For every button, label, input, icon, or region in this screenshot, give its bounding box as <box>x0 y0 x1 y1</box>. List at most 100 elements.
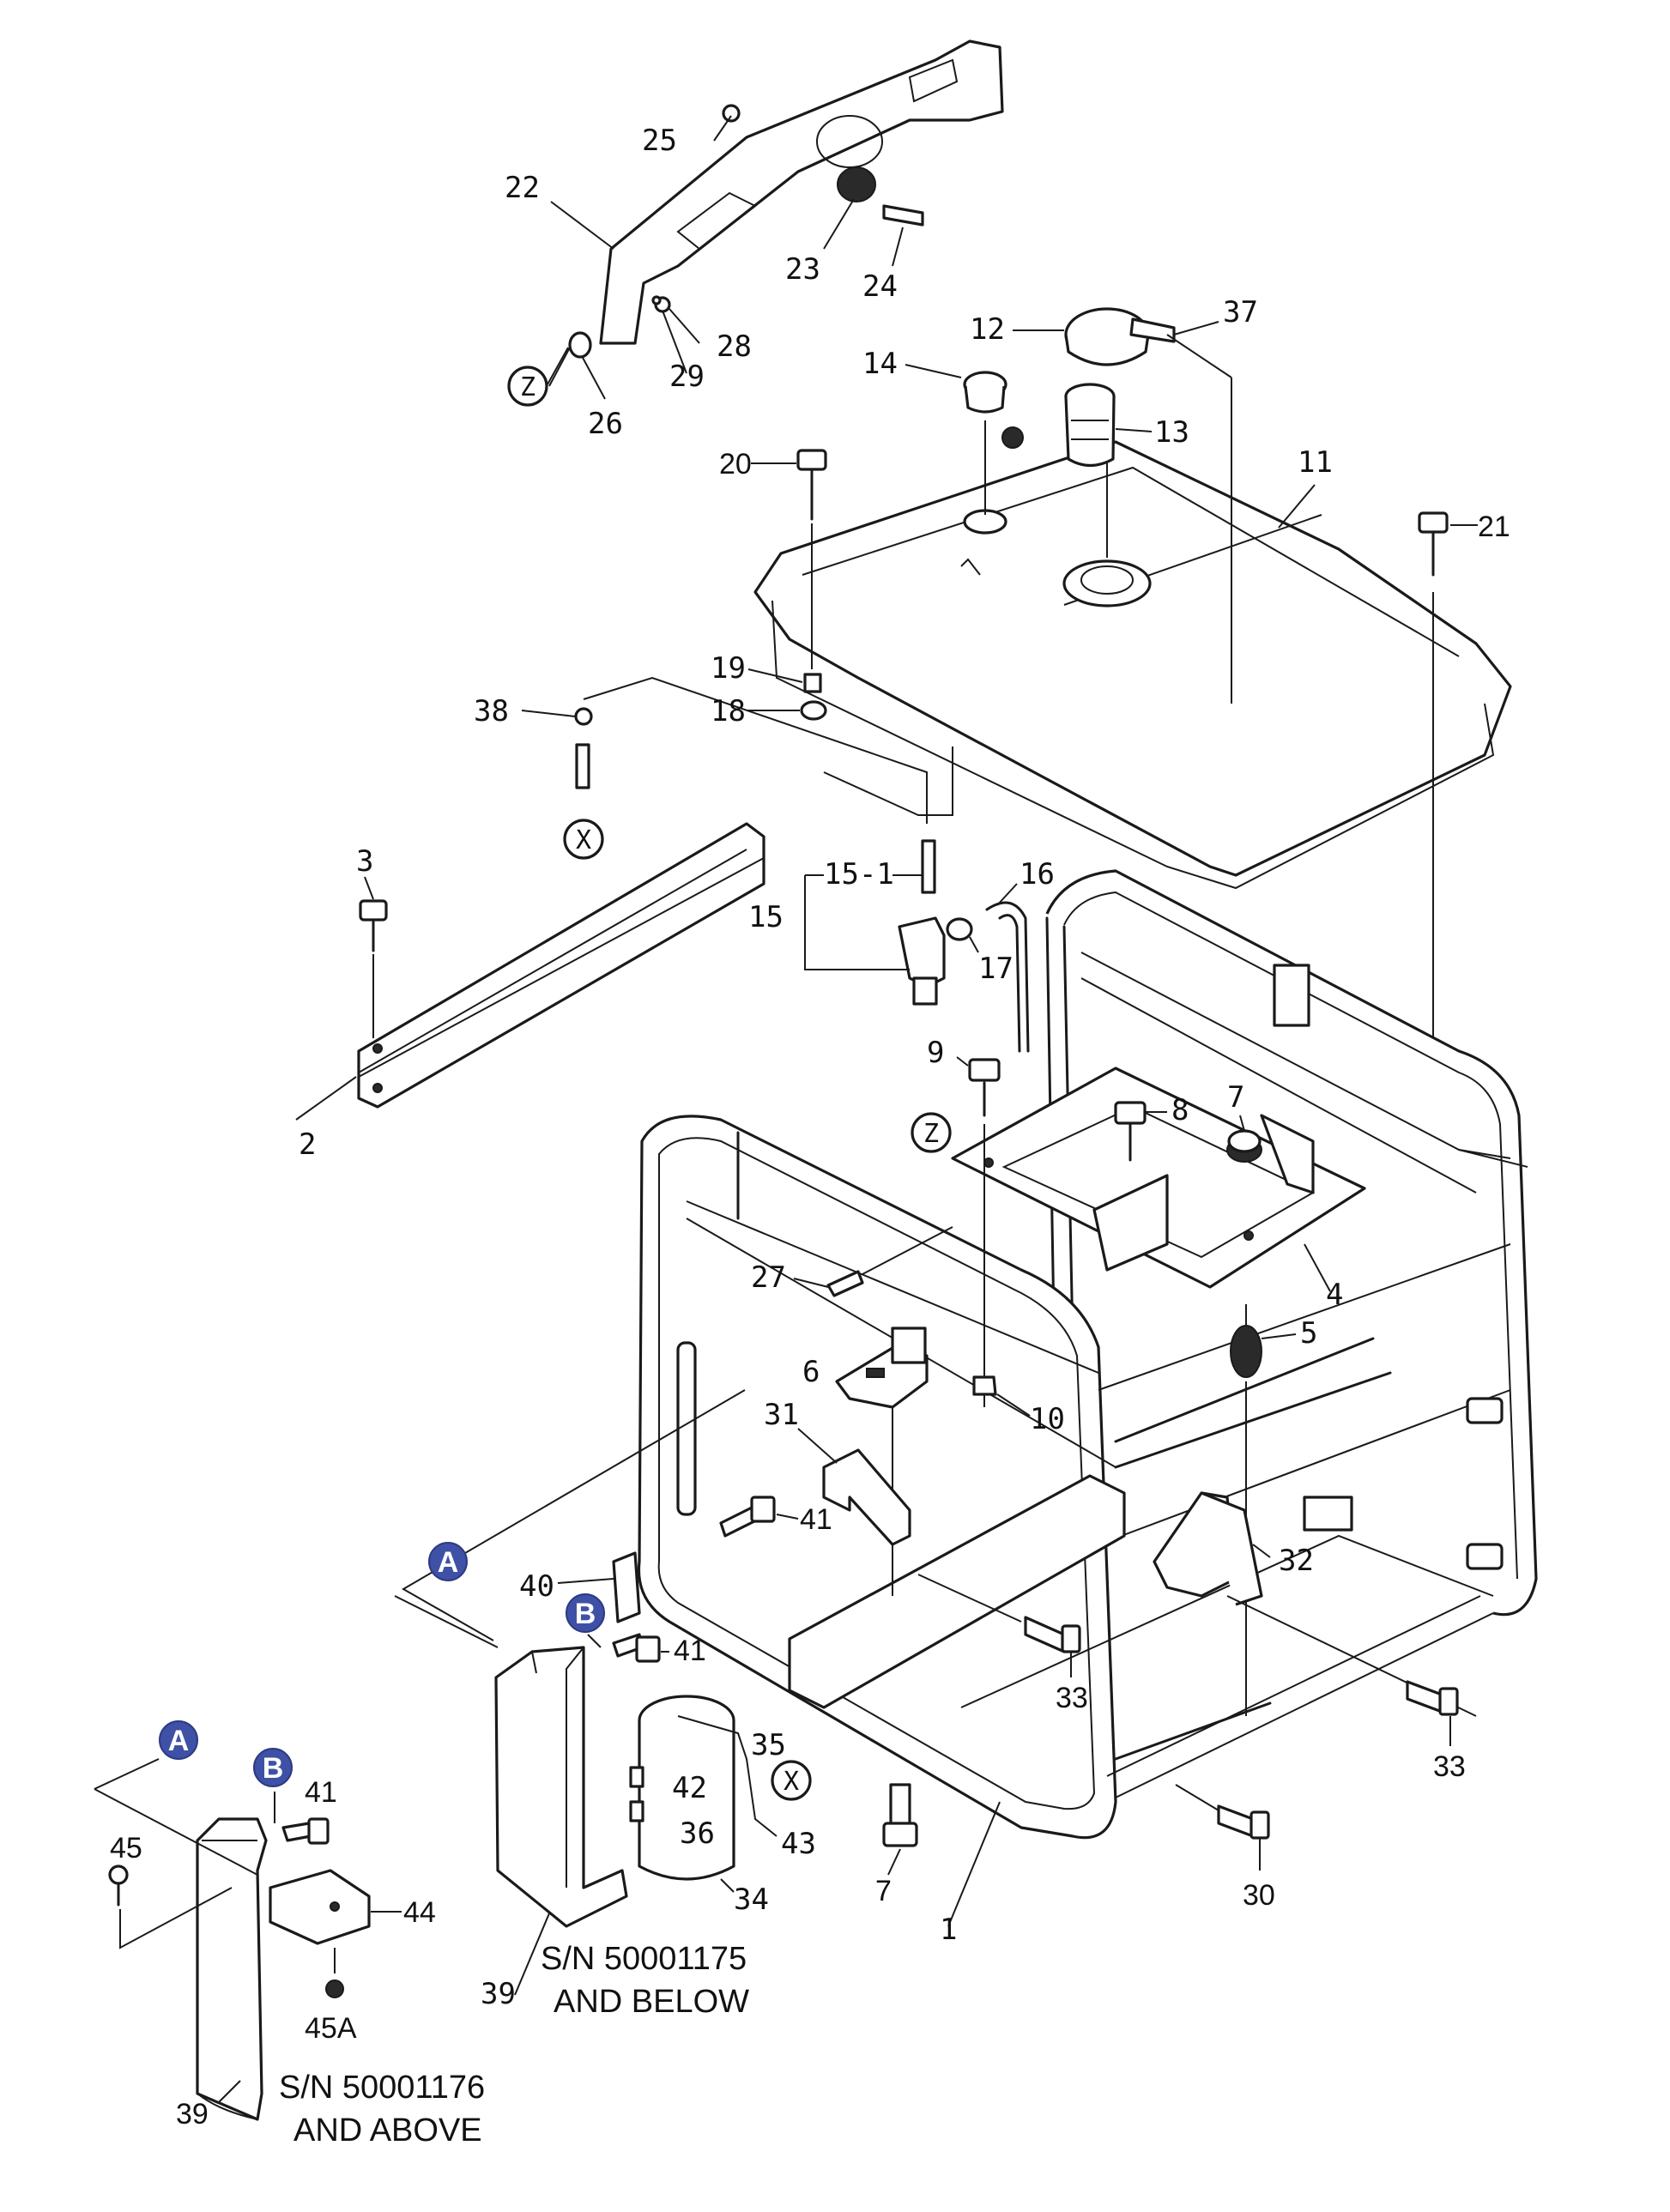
label-45: 45 <box>110 1832 142 1864</box>
bolt-30 <box>1175 1784 1270 1871</box>
sn-above-line2: AND ABOVE <box>293 2112 482 2149</box>
label-34: 34 <box>734 1883 769 1917</box>
badge-b-main: B <box>566 1593 605 1633</box>
label-15: 15 <box>748 900 784 934</box>
fuel-cock-15 <box>804 839 946 1006</box>
svg-text:B: B <box>263 1752 284 1785</box>
capacitor-34 <box>629 1695 778 1893</box>
label-28: 28 <box>717 329 752 364</box>
fuel-tank-11 <box>753 440 1512 890</box>
clamp-38 <box>521 676 928 824</box>
washer-26 <box>568 331 592 359</box>
label-13: 13 <box>1154 415 1189 450</box>
ref-z-mid: Z <box>911 1112 952 1153</box>
bolt-33-a <box>917 1574 1081 1677</box>
label-7-top: 7 <box>1227 1080 1244 1115</box>
ref-z-top: Z <box>507 366 548 407</box>
spacer-19 <box>803 673 822 693</box>
mount-plate-4 <box>951 1067 1366 1292</box>
bolt-8 <box>1114 1101 1167 1162</box>
section-badges: A B A B <box>159 1542 605 1787</box>
strainer-13 <box>1064 383 1116 468</box>
label-30: 30 <box>1243 1879 1275 1912</box>
label-6: 6 <box>802 1355 820 1389</box>
bolt-20 <box>751 449 827 521</box>
label-19: 19 <box>711 651 746 686</box>
label-23: 23 <box>785 252 820 287</box>
label-15-1: 15-1 <box>824 857 894 891</box>
nut-25 <box>722 104 741 123</box>
svg-text:Z: Z <box>923 1119 939 1149</box>
rail-2 <box>357 822 765 1109</box>
fuel-cap-12 <box>1064 307 1176 366</box>
label-44: 44 <box>403 1896 436 1929</box>
label-36: 36 <box>680 1816 715 1851</box>
bolt-7-bottom <box>882 1783 918 1876</box>
sn-above-line1: S/N 50001176 <box>279 2070 485 2106</box>
bolt-3 <box>359 876 388 1038</box>
label-26: 26 <box>588 407 623 441</box>
label-40: 40 <box>519 1569 554 1604</box>
label-21: 21 <box>1478 511 1510 543</box>
label-17: 17 <box>978 952 1013 986</box>
screw-45 <box>108 1864 129 1907</box>
label-16: 16 <box>1020 857 1055 891</box>
label-1: 1 <box>940 1913 957 1947</box>
label-12: 12 <box>970 312 1005 347</box>
label-39-below: 39 <box>481 1977 516 2011</box>
label-42: 42 <box>672 1771 707 1805</box>
svg-text:X: X <box>784 1767 799 1797</box>
label-27: 27 <box>751 1260 786 1295</box>
ref-x-top: X <box>563 819 604 860</box>
leaders-tank <box>905 321 1316 704</box>
ref-x-bottom: X <box>771 1760 812 1801</box>
washer-28 <box>651 295 662 305</box>
hose-16 <box>985 883 1030 1053</box>
label-31: 31 <box>764 1398 799 1432</box>
label-41-b: 41 <box>674 1635 706 1667</box>
label-4: 4 <box>1326 1278 1343 1312</box>
label-39-above: 39 <box>176 2098 209 2130</box>
cover-39-above <box>196 1817 268 2121</box>
gauge-14 <box>963 371 1024 449</box>
bracket-22 <box>599 39 1004 345</box>
clamp-17 <box>946 917 973 941</box>
label-29: 29 <box>669 360 705 394</box>
sn-below-line1: S/N 50001175 <box>541 1941 747 1977</box>
label-8: 8 <box>1171 1093 1189 1127</box>
bolt-41-a <box>719 1496 799 1538</box>
svg-text:X: X <box>576 825 591 855</box>
badge-a-main: A <box>428 1542 468 1581</box>
bracket-40 <box>557 1551 641 1623</box>
label-41-a: 41 <box>800 1503 832 1536</box>
leaders-top <box>548 115 904 400</box>
svg-text:B: B <box>575 1598 596 1630</box>
nut-7 <box>1226 1115 1262 1163</box>
grommet-18 <box>800 700 827 721</box>
label-41-inset: 41 <box>305 1776 337 1809</box>
nut-45a <box>325 1948 344 1998</box>
badge-a-inset: A <box>159 1720 198 1760</box>
label-3: 3 <box>356 844 373 879</box>
label-9: 9 <box>927 1036 944 1070</box>
label-45a: 45A <box>305 2012 357 2045</box>
knob-23 <box>837 166 876 202</box>
label-37: 37 <box>1223 295 1258 329</box>
label-11: 11 <box>1298 445 1333 480</box>
label-24: 24 <box>862 269 898 304</box>
svg-text:A: A <box>438 1546 459 1579</box>
label-38: 38 <box>474 694 509 728</box>
callout-labels: 2 1 3 4 5 6 7 7 8 9 10 11 12 13 14 15 15… <box>110 124 1510 2130</box>
label-20: 20 <box>719 448 752 480</box>
label-14: 14 <box>862 347 898 381</box>
label-25: 25 <box>642 124 677 158</box>
bolt-41-inset <box>274 1792 330 1845</box>
label-22: 22 <box>505 171 540 205</box>
svg-text:Z: Z <box>520 372 535 402</box>
label-32: 32 <box>1279 1544 1314 1578</box>
label-5: 5 <box>1300 1316 1317 1351</box>
bracket-32 <box>1153 1491 1477 1717</box>
screw-27 <box>793 1226 953 1297</box>
serial-notes: S/N 50001175 AND BELOW S/N 50001176 AND … <box>279 1941 749 2149</box>
